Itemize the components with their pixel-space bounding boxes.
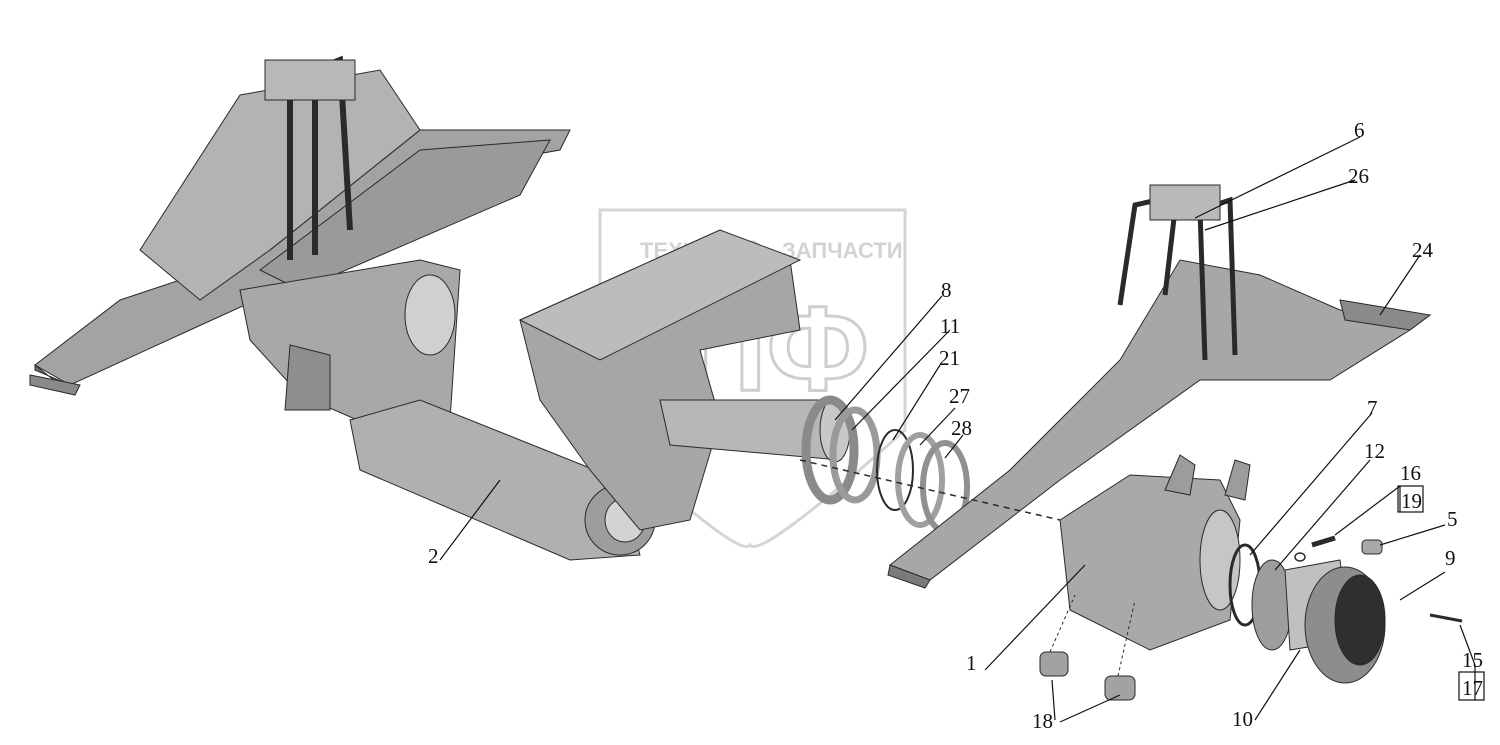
label-15: 15 bbox=[1462, 648, 1483, 672]
label-12: 12 bbox=[1364, 439, 1385, 463]
right-u-bolts bbox=[1117, 184, 1238, 361]
label-1: 1 bbox=[966, 651, 977, 675]
label-18: 18 bbox=[1032, 709, 1053, 733]
left-u-bolts bbox=[264, 55, 356, 260]
label-11: 11 bbox=[940, 314, 960, 338]
watermark-right-text: ЗАПЧАСТИ bbox=[782, 238, 903, 263]
label-7: 7 bbox=[1367, 396, 1378, 420]
label-6: 6 bbox=[1354, 118, 1365, 142]
label-8: 8 bbox=[941, 278, 952, 302]
leader-lines bbox=[439, 136, 1476, 723]
label-24: 24 bbox=[1412, 238, 1434, 262]
bushings-part-18 bbox=[1039, 594, 1136, 701]
label-17: 17 bbox=[1462, 676, 1483, 700]
label-5: 5 bbox=[1447, 507, 1458, 531]
label-26: 26 bbox=[1348, 164, 1369, 188]
hub-end-parts bbox=[1228, 535, 1463, 684]
part-labels: 6 26 24 8 11 21 27 28 2 1 7 12 16 19 5 9… bbox=[428, 118, 1483, 733]
left-bracket bbox=[239, 259, 461, 431]
label-21: 21 bbox=[939, 346, 960, 370]
left-leaf-spring bbox=[29, 69, 571, 396]
right-leaf-spring bbox=[887, 259, 1432, 589]
label-19: 19 bbox=[1401, 489, 1422, 513]
hub-carrier-part-1 bbox=[1059, 454, 1251, 651]
label-10: 10 bbox=[1232, 707, 1253, 731]
label-16: 16 bbox=[1400, 461, 1421, 485]
box-frame-17 bbox=[1458, 671, 1485, 701]
label-2: 2 bbox=[428, 544, 439, 568]
box-frame-19 bbox=[1397, 485, 1424, 513]
label-28: 28 bbox=[951, 416, 972, 440]
assembly-axis bbox=[799, 459, 1061, 521]
label-9: 9 bbox=[1445, 546, 1456, 570]
label-27: 27 bbox=[949, 384, 970, 408]
